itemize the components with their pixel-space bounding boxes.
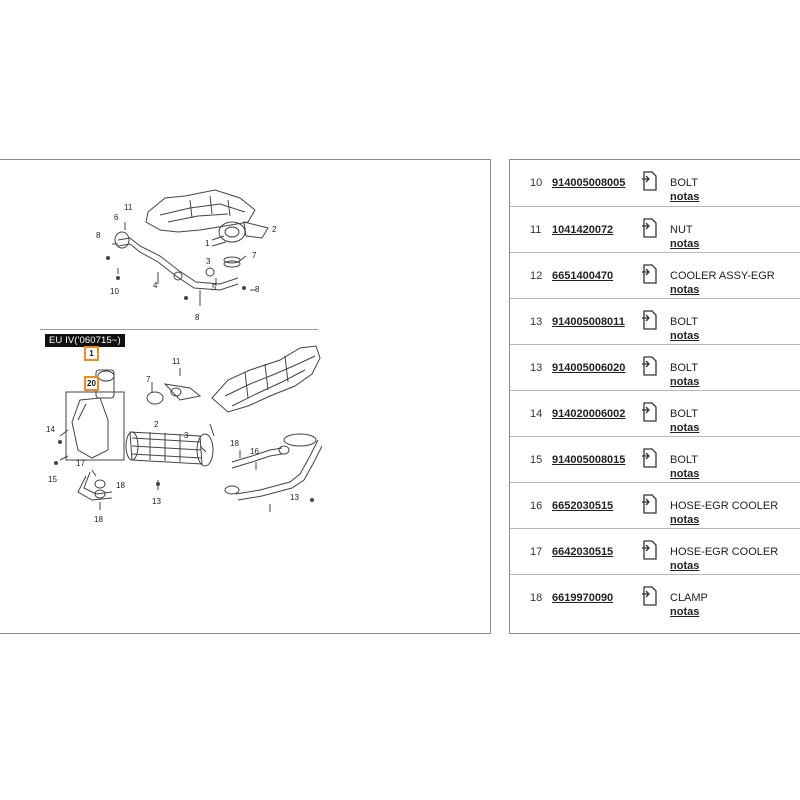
diagram-number: 8 — [255, 285, 260, 294]
parts-list: 10 914005008005 BOLT notas 11 1041420072… — [509, 159, 800, 634]
position-number: 10 — [530, 177, 543, 189]
callout-1[interactable]: 1 — [84, 346, 99, 361]
list-item: 11 1041420072 NUT notas — [510, 206, 800, 252]
notes-link[interactable]: notas — [670, 606, 700, 618]
part-number-link[interactable]: 914005008011 — [552, 316, 625, 328]
diagram-number: 10 — [110, 287, 119, 296]
parts-diagram-panel: 6 11 8 2 1 3 7 10 4 5 8 8 11 7 2 14 3 18… — [0, 159, 491, 634]
position-number: 15 — [530, 454, 543, 466]
document-add-icon[interactable] — [641, 310, 657, 330]
diagram-number: 5 — [212, 283, 217, 292]
part-number-link[interactable]: 914005008015 — [552, 454, 626, 466]
diagram-number: 11 — [124, 203, 133, 212]
diagram-number: 6 — [114, 213, 119, 222]
part-number-link[interactable]: 6651400470 — [552, 270, 614, 282]
diagram-number: 7 — [146, 375, 151, 384]
list-item: 17 6642030515 HOSE-EGR COOLER notas — [510, 528, 800, 574]
diagram-number: 15 — [48, 475, 57, 484]
diagram-number: 8 — [96, 231, 101, 240]
part-number-link[interactable]: 1041420072 — [552, 224, 614, 236]
part-name: COOLER ASSY-EGR — [670, 270, 775, 282]
diagram-number: 13 — [290, 493, 299, 502]
part-number-link[interactable]: 914005008005 — [552, 177, 626, 189]
diagram-number: 13 — [152, 497, 161, 506]
list-item: 13 914005008011 BOLT notas — [510, 298, 800, 344]
document-add-icon[interactable] — [641, 586, 657, 606]
diagram-number: 3 — [206, 257, 211, 266]
list-item: 18 6619970090 CLAMP notas — [510, 574, 800, 620]
part-number-link[interactable]: 6642030515 — [552, 546, 614, 558]
document-add-icon[interactable] — [641, 494, 657, 514]
exploded-parts-diagram[interactable]: 6 11 8 2 1 3 7 10 4 5 8 8 11 7 2 14 3 18… — [0, 160, 491, 635]
diagram-number: 18 — [230, 439, 239, 448]
part-name: HOSE-EGR COOLER — [670, 546, 779, 558]
notes-link[interactable]: notas — [670, 191, 700, 203]
diagram-section-divider — [40, 329, 318, 330]
position-number: 13 — [530, 362, 543, 374]
notes-link[interactable]: notas — [670, 376, 700, 388]
notes-link[interactable]: notas — [670, 422, 700, 434]
diagram-number: 17 — [76, 459, 85, 468]
part-name: NUT — [670, 224, 693, 236]
notes-link[interactable]: notas — [670, 468, 700, 480]
part-name: BOLT — [670, 454, 698, 466]
diagram-number: 2 — [154, 420, 159, 429]
part-name: BOLT — [670, 362, 698, 374]
position-number: 12 — [530, 270, 543, 282]
notes-link[interactable]: notas — [670, 560, 700, 572]
diagram-number: 14 — [46, 425, 55, 434]
diagram-number: 3 — [184, 431, 189, 440]
diagram-number: 11 — [172, 357, 181, 366]
notes-link[interactable]: notas — [670, 514, 700, 526]
diagram-number: 4 — [153, 281, 158, 290]
document-add-icon[interactable] — [641, 356, 657, 376]
document-add-icon[interactable] — [641, 171, 657, 191]
diagram-number: 16 — [250, 447, 259, 456]
diagram-number: 18 — [94, 515, 103, 524]
list-item: 10 914005008005 BOLT notas — [510, 160, 800, 206]
diagram-number: 2 — [272, 225, 277, 234]
callout-20[interactable]: 20 — [84, 376, 99, 391]
diagram-number: 8 — [195, 313, 200, 322]
part-number-link[interactable]: 914020006002 — [552, 408, 626, 420]
notes-link[interactable]: notas — [670, 330, 700, 342]
document-add-icon[interactable] — [641, 540, 657, 560]
list-item: 16 6652030515 HOSE-EGR COOLER notas — [510, 482, 800, 528]
document-add-icon[interactable] — [641, 264, 657, 284]
part-name: BOLT — [670, 316, 698, 328]
part-number-link[interactable]: 914005006020 — [552, 362, 626, 374]
part-name: BOLT — [670, 177, 698, 189]
diagram-number: 18 — [116, 481, 125, 490]
document-add-icon[interactable] — [641, 448, 657, 468]
position-number: 11 — [530, 224, 542, 236]
list-item: 12 6651400470 COOLER ASSY-EGR notas — [510, 252, 800, 298]
part-name: BOLT — [670, 408, 698, 420]
variant-label: EU IV('060715~) — [45, 334, 125, 347]
position-number: 13 — [530, 316, 543, 328]
part-number-link[interactable]: 6619970090 — [552, 592, 614, 604]
document-add-icon[interactable] — [641, 218, 657, 238]
part-number-link[interactable]: 6652030515 — [552, 500, 614, 512]
notes-link[interactable]: notas — [670, 238, 700, 250]
position-number: 14 — [530, 408, 543, 420]
diagram-number: 7 — [252, 251, 257, 260]
part-name: HOSE-EGR COOLER — [670, 500, 779, 512]
position-number: 18 — [530, 592, 543, 604]
diagram-number: 1 — [205, 239, 210, 248]
list-item: 14 914020006002 BOLT notas — [510, 390, 800, 436]
notes-link[interactable]: notas — [670, 284, 700, 296]
position-number: 17 — [530, 546, 543, 558]
part-name: CLAMP — [670, 592, 708, 604]
document-add-icon[interactable] — [641, 402, 657, 422]
position-number: 16 — [530, 500, 543, 512]
list-item: 15 914005008015 BOLT notas — [510, 436, 800, 482]
list-item: 13 914005006020 BOLT notas — [510, 344, 800, 390]
